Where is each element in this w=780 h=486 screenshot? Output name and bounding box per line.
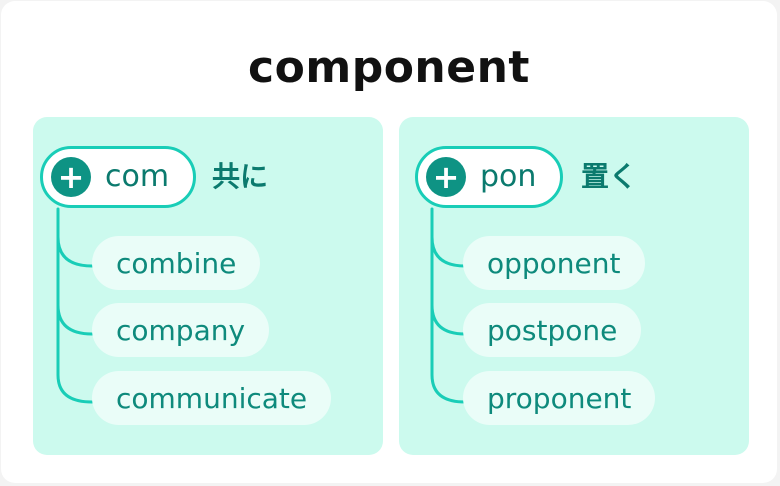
word-node: combine (92, 236, 261, 290)
plus-icon[interactable]: + (426, 157, 466, 197)
word-node: communicate (92, 371, 332, 425)
page-title: component (248, 42, 530, 93)
root-meaning: 共に (212, 160, 269, 193)
word-node: proponent (463, 371, 656, 425)
word-node: company (92, 303, 270, 357)
branch-panel-pon: + pon 置く opponent postpone proponent (399, 117, 749, 455)
branch-panel-com: + com 共に combine company communicate (33, 117, 383, 455)
root-node-com[interactable]: + com (40, 146, 197, 208)
root-label: pon (480, 159, 537, 194)
word-node: postpone (463, 303, 642, 357)
word-node: opponent (463, 236, 645, 290)
tree-connector-lines (56, 207, 94, 404)
root-meaning: 置く (581, 160, 638, 193)
root-label: com (105, 159, 170, 194)
root-node-pon[interactable]: + pon (415, 146, 564, 208)
plus-icon[interactable]: + (51, 157, 91, 197)
tree-connector-lines (430, 207, 467, 404)
